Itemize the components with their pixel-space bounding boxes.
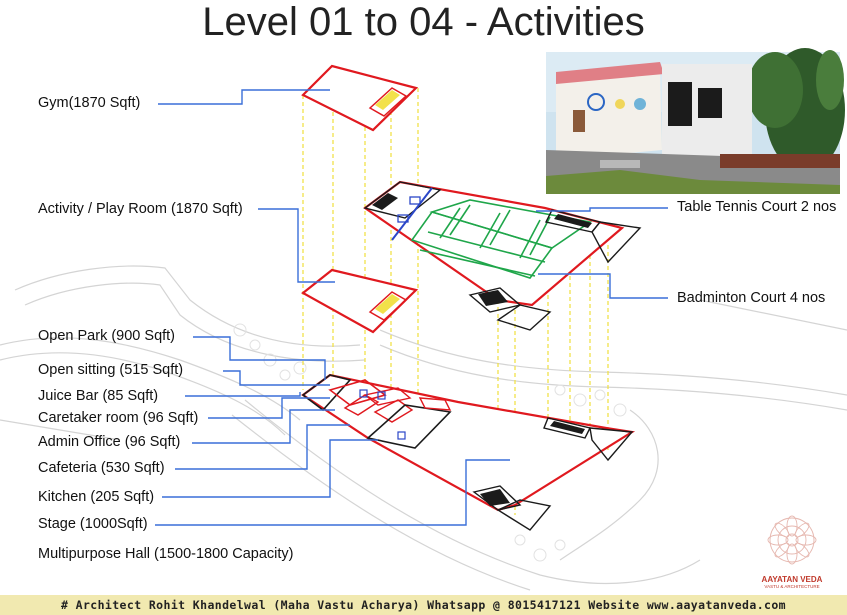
footer-banner: # Architect Rohit Khandelwal (Maha Vastu… (0, 595, 847, 615)
label-stage: Stage (1000Sqft) (38, 516, 148, 532)
building-rendering-photo (546, 48, 845, 194)
activity-room-floor-plate (301, 268, 419, 334)
brand-name: AAYATAN VEDA (761, 575, 823, 584)
label-badminton: Badminton Court 4 nos (677, 290, 826, 306)
gym-floor-plate (301, 64, 419, 132)
label-open-sitting: Open sitting (515 Sqft) (38, 362, 184, 378)
site-outline (0, 265, 847, 591)
label-kitchen: Kitchen (205 Sqft) (38, 489, 155, 505)
page-title: Level 01 to 04 - Activities (202, 0, 645, 44)
ground-floor-plate (301, 373, 636, 531)
label-multipurpose-hall: Multipurpose Hall (1500-1800 Capacity) (38, 546, 294, 562)
label-open-park: Open Park (900 Sqft) (38, 328, 176, 344)
label-table-tennis: Table Tennis Court 2 nos (677, 199, 837, 215)
label-cafeteria: Cafeteria (530 Sqft) (38, 460, 165, 476)
badminton-court-grid (410, 199, 593, 279)
brand-tagline: VASTU & ARCHITECTURE (764, 584, 820, 589)
label-admin-office: Admin Office (96 Sqft) (38, 434, 181, 450)
label-juice-bar: Juice Bar (85 Sqft) (38, 388, 159, 404)
label-gym: Gym(1870 Sqft) (38, 95, 141, 111)
mandala-icon (767, 515, 817, 565)
leader-lines (155, 89, 668, 526)
label-caretaker-room: Caretaker room (96 Sqft) (38, 410, 199, 426)
courts-floor-plate (363, 180, 642, 331)
brand-logo: AAYATAN VEDA VASTU & ARCHITECTURE (760, 510, 824, 589)
label-activity-room: Activity / Play Room (1870 Sqft) (38, 201, 243, 217)
